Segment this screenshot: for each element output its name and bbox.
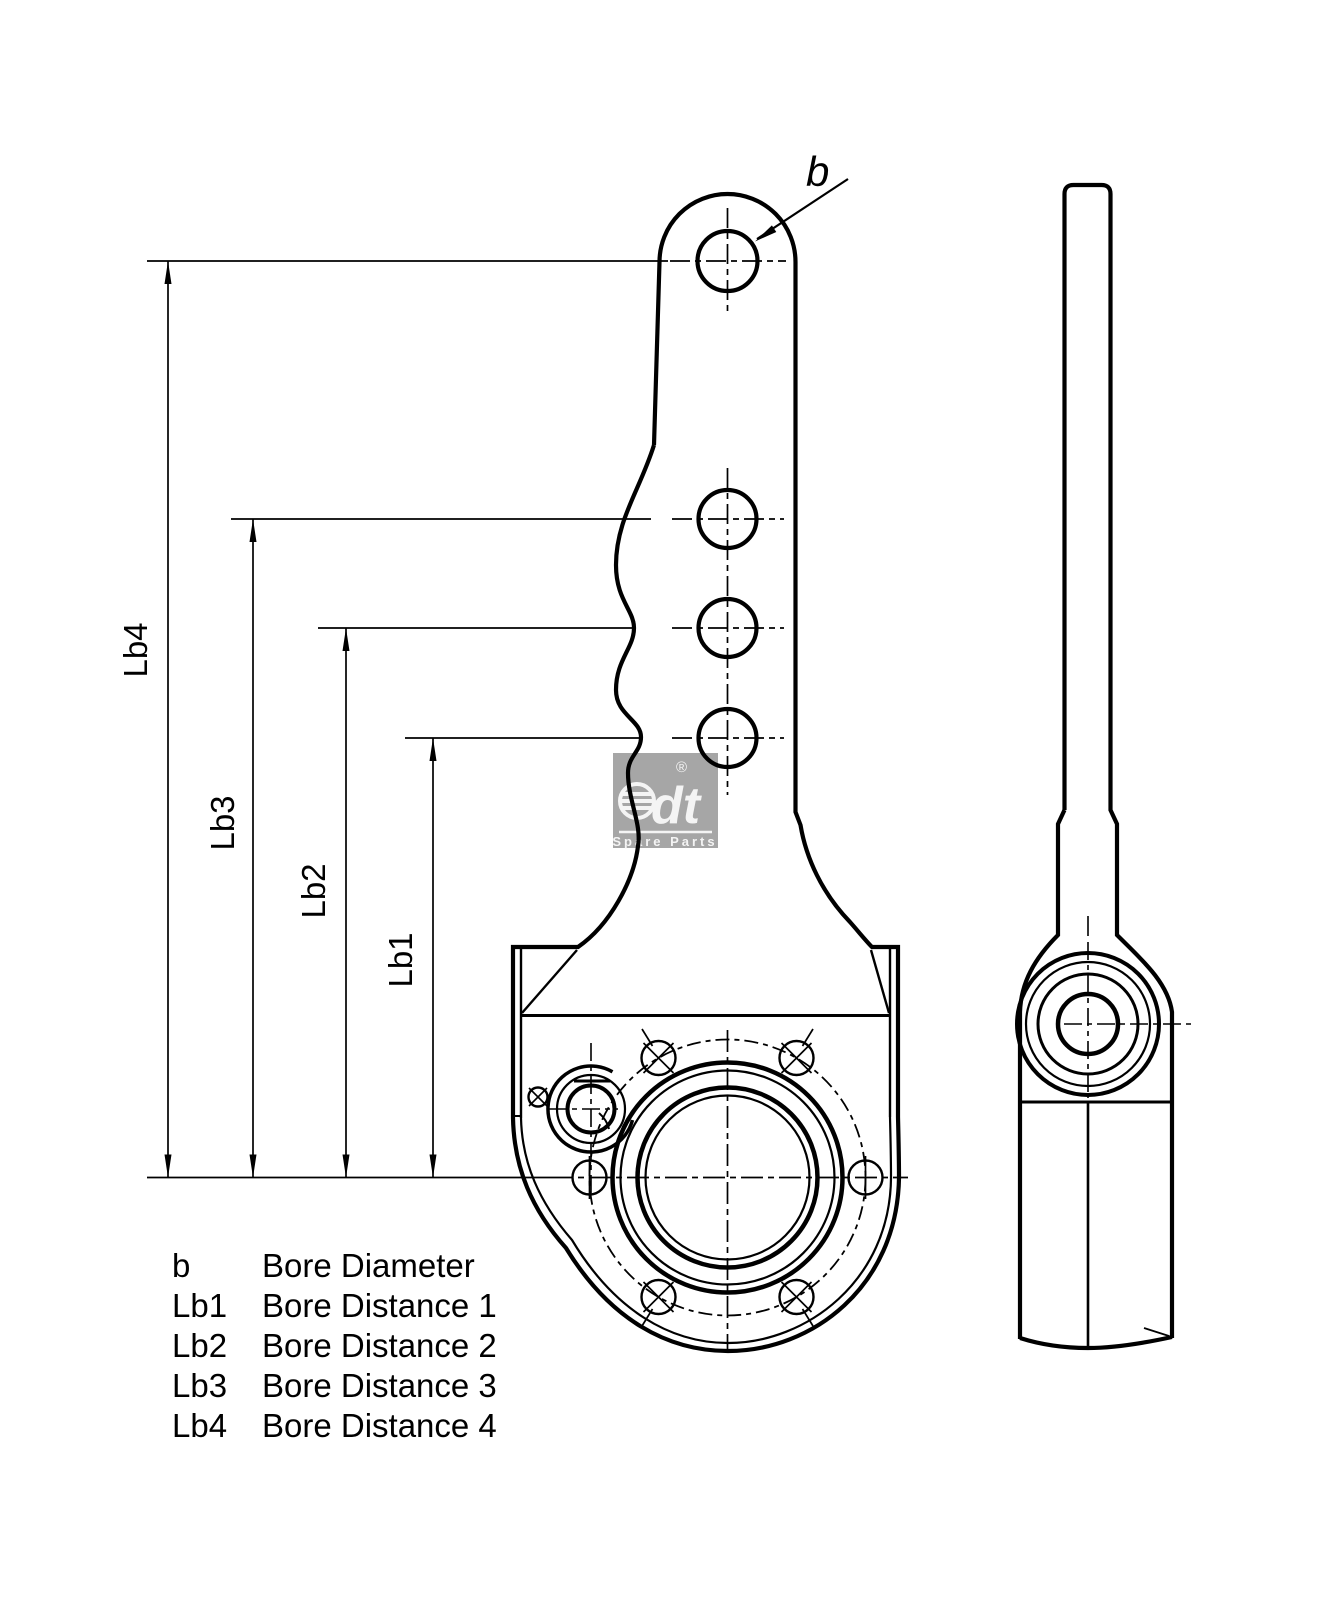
- dimension-arrowheads: [164, 261, 437, 1178]
- legend-description: Bore Distance 3: [262, 1367, 497, 1404]
- adjuster-screw: [527, 1086, 549, 1108]
- legend-description: Bore Distance 4: [262, 1407, 497, 1444]
- dimension-lines: Lb4 Lb3 Lb2 Lb1: [117, 260, 668, 1179]
- watermark-registered-mark: ®: [676, 759, 687, 776]
- legend-description: Bore Distance 2: [262, 1327, 497, 1364]
- legend: b Bore Diameter Lb1 Bore Distance 1 Lb2 …: [172, 1247, 497, 1444]
- side-view: [1015, 182, 1196, 1351]
- block-bottom-edge: [1019, 1334, 1173, 1351]
- front-view: [510, 191, 908, 1354]
- gear-centerlines: [551, 1030, 908, 1353]
- side-outline-right: [1062, 182, 1175, 1102]
- left-chamfer: [521, 949, 578, 1014]
- legend-description: Bore Distance 1: [262, 1287, 497, 1324]
- callout-arrowhead: [755, 225, 777, 242]
- legend-description: Bore Diameter: [262, 1247, 475, 1284]
- dim-label-lb2: Lb2: [295, 863, 332, 918]
- bore-callout: b: [755, 148, 849, 242]
- watermark-tagline: Spare Parts: [612, 834, 717, 849]
- front-outline-right: [651, 191, 901, 1117]
- callout-label: b: [806, 148, 829, 195]
- front-outline-left: [510, 444, 657, 1118]
- legend-symbol: Lb1: [172, 1287, 227, 1324]
- dim-label-lb4: Lb4: [117, 622, 154, 677]
- boss-centerlines: [1064, 942, 1196, 1098]
- bore-centerlines: [670, 208, 786, 795]
- bolt-circle-ticks: [641, 1028, 814, 1327]
- adjuster-boss: [527, 1043, 635, 1197]
- legend-symbol: Lb4: [172, 1407, 227, 1444]
- legend-symbol: b: [172, 1247, 190, 1284]
- block-corner-chamfer: [1143, 1327, 1170, 1337]
- watermark-brand: dt: [651, 777, 703, 835]
- dim-label-lb1: Lb1: [382, 932, 419, 987]
- legend-symbol: Lb2: [172, 1327, 227, 1364]
- legend-symbol: Lb3: [172, 1367, 227, 1404]
- dim-label-lb3: Lb3: [204, 795, 241, 850]
- right-chamfer: [869, 949, 891, 1014]
